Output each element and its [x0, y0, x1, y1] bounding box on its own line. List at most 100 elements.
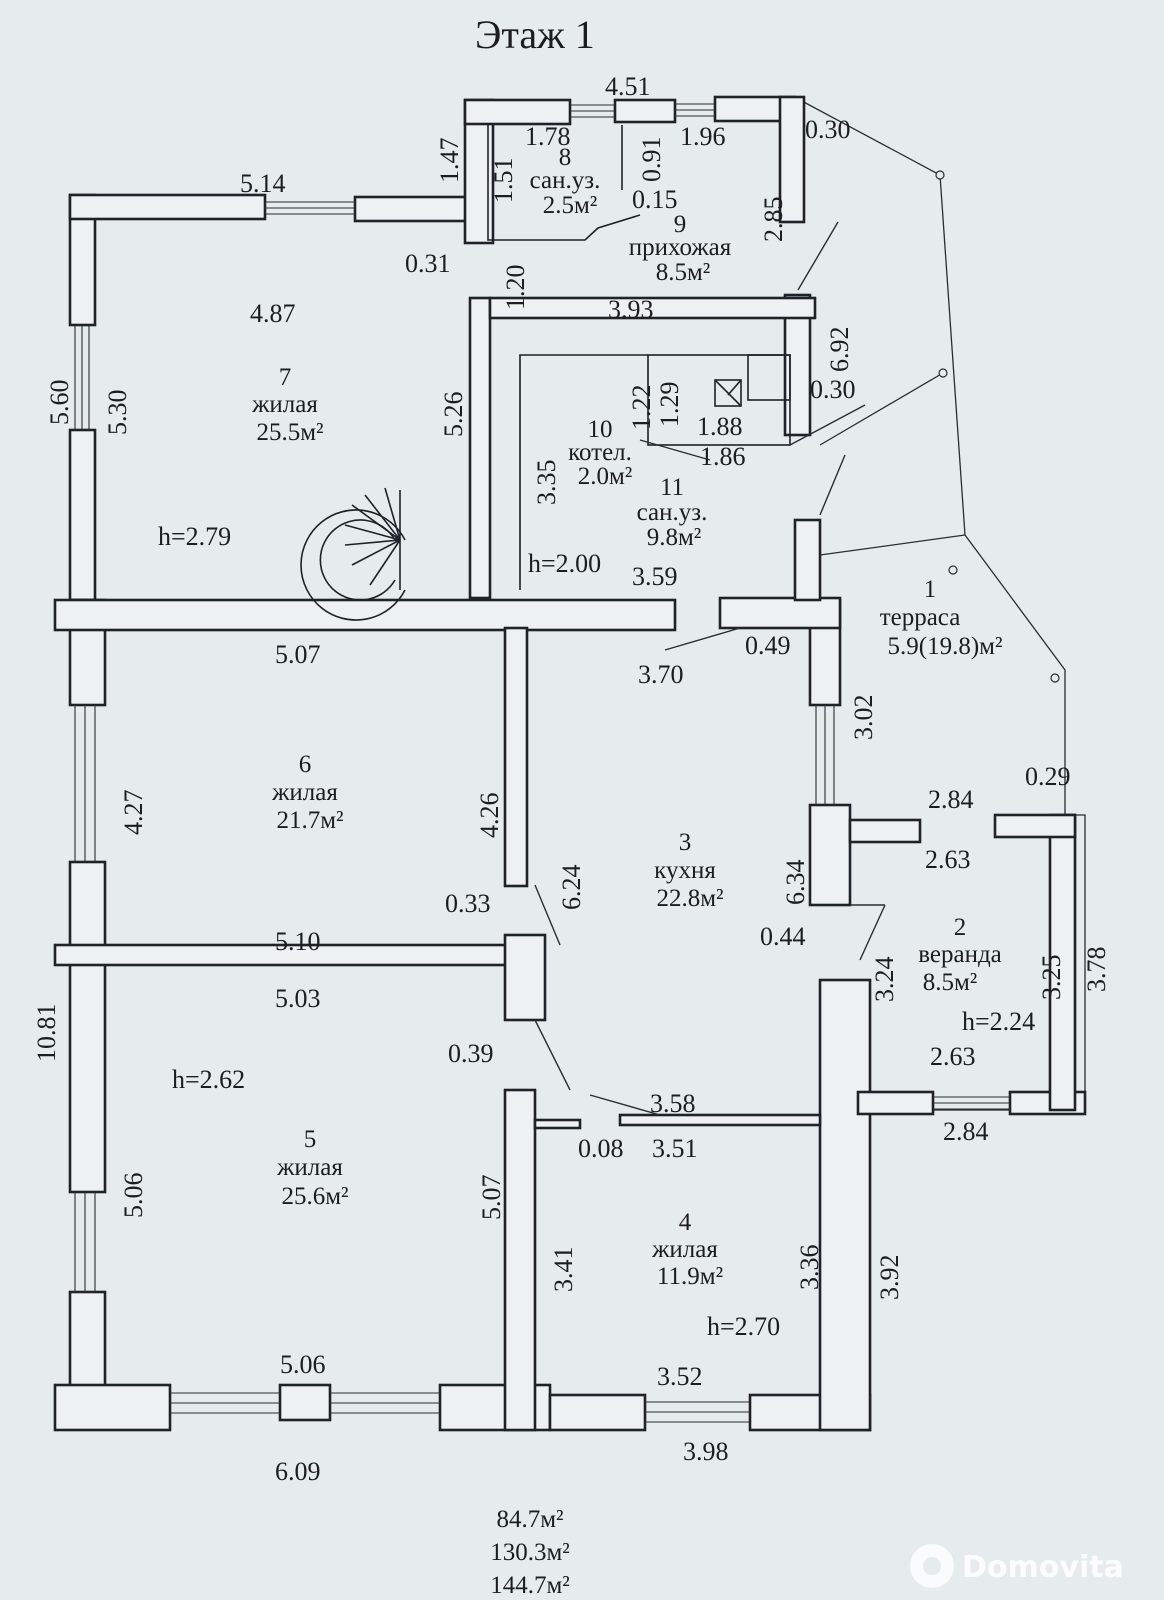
dim-label: 2.63 — [930, 1042, 976, 1071]
room-number-2: 2 — [954, 914, 967, 941]
room-name-1: терраса — [880, 604, 961, 631]
dim-label: 5.60 — [45, 380, 74, 426]
dim-label: 3.41 — [549, 1247, 578, 1293]
dim-label: 0.33 — [445, 889, 491, 918]
room-name-2: веранда — [918, 941, 1002, 968]
room-name-11: сан.уз. — [637, 499, 708, 526]
room-name-6: жилая — [271, 779, 338, 806]
room-number-7: 7 — [279, 364, 292, 391]
room-name-8: сан.уз. — [530, 167, 601, 194]
dim-label: 6.09 — [275, 1457, 321, 1486]
dim-label: 1.96 — [680, 122, 726, 151]
dim-label: 6.34 — [781, 860, 810, 906]
total-living-area: 84.7м² — [496, 1506, 563, 1533]
room-area-3: 22.8м² — [656, 885, 723, 912]
dim-label: 3.98 — [683, 1437, 729, 1466]
dim-label: 3.93 — [608, 295, 654, 324]
room-area-1: 5.9(19.8)м² — [888, 633, 1003, 660]
height-room4: h=2.70 — [707, 1312, 780, 1341]
height-room2: h=2.24 — [962, 1007, 1035, 1036]
dimension-labels: 4.51 1.78 1.96 0.30 0.15 5.14 0.31 4.87 … — [240, 72, 1071, 1486]
dim-label: 3.35 — [532, 460, 561, 506]
exterior-walls — [53, 95, 1087, 1432]
total-general-area: 130.3м² — [490, 1539, 570, 1566]
dim-label: 5.07 — [275, 640, 321, 669]
dim-label: 0.39 — [448, 1039, 494, 1068]
watermark-text: Domovita — [962, 1550, 1124, 1585]
room-area-11: 9.8м² — [647, 524, 702, 551]
room-area-9: 8.5м² — [656, 259, 711, 286]
dim-label: 0.44 — [760, 922, 806, 951]
room-name-7: жилая — [251, 391, 318, 418]
dim-label: 3.24 — [870, 957, 899, 1003]
dim-label: 5.30 — [103, 390, 132, 436]
room-number-5: 5 — [304, 1126, 317, 1153]
dim-label: 1.29 — [655, 382, 684, 428]
room-name-9: прихожая — [629, 234, 732, 261]
room-number-6: 6 — [299, 751, 312, 778]
dim-label: 5.06 — [280, 1350, 326, 1379]
room-area-5: 25.6м² — [281, 1183, 348, 1210]
door-lines — [534, 221, 886, 1116]
dim-label: 1.86 — [700, 442, 746, 471]
dim-label: 5.07 — [477, 1175, 506, 1221]
dim-label: 3.78 — [1082, 947, 1111, 993]
dim-label: 1.47 — [435, 138, 464, 184]
room-name-5: жилая — [276, 1154, 343, 1181]
room-area-8: 2.5м² — [543, 192, 598, 219]
dim-label: 3.52 — [657, 1362, 703, 1391]
interior-walls — [53, 125, 822, 1432]
dim-label: 4.27 — [119, 790, 148, 836]
dim-label: 1.88 — [697, 412, 743, 441]
room-name-4: жилая — [651, 1236, 718, 1263]
dim-label: 1.78 — [525, 122, 571, 151]
room-number-8: 8 — [559, 144, 572, 171]
room-name-10: котел. — [568, 439, 632, 466]
room-number-3: 3 — [679, 829, 692, 856]
plan-title: Этаж 1 — [475, 12, 595, 57]
dim-label: 3.36 — [795, 1245, 824, 1291]
dim-label: 3.58 — [650, 1089, 696, 1118]
room-number-1: 1 — [924, 576, 937, 603]
dim-label: 1.22 — [627, 385, 656, 431]
dim-label: 3.59 — [632, 562, 678, 591]
dim-label: 0.31 — [405, 249, 451, 278]
dim-label: 5.06 — [119, 1173, 148, 1219]
room-number-11: 11 — [660, 474, 684, 501]
dimension-labels-vertical: 1.47 1.51 0.91 2.85 1.20 6.92 5.60 5.30 … — [32, 137, 1111, 1301]
dim-label: 4.51 — [605, 72, 651, 101]
room-name-3: кухня — [654, 857, 716, 884]
dim-label: 2.85 — [759, 197, 788, 243]
ceiling-heights: h=2.79 h=2.00 h=2.24 h=2.62 h=2.70 — [158, 522, 1035, 1341]
dim-label: 0.49 — [745, 631, 791, 660]
room-number-10: 10 — [588, 416, 613, 443]
height-room11: h=2.00 — [528, 549, 601, 578]
dim-label: 5.26 — [439, 392, 468, 438]
watermark-logo: Domovita — [910, 1544, 1124, 1588]
dim-label: 3.92 — [875, 1255, 904, 1301]
windows — [74, 103, 1010, 1423]
room-area-7: 25.5м² — [256, 419, 323, 446]
dim-label: 3.02 — [849, 695, 878, 741]
dim-label: 6.92 — [825, 327, 854, 373]
room-area-4: 11.9м² — [657, 1263, 723, 1290]
dim-label: 4.87 — [250, 299, 296, 328]
dim-label: 4.26 — [475, 793, 504, 839]
area-totals: 84.7м² 130.3м² 144.7м² — [490, 1506, 570, 1599]
room-number-4: 4 — [679, 1209, 692, 1236]
dim-label: 5.14 — [240, 169, 286, 198]
dim-label: 6.24 — [557, 865, 586, 911]
terrace-outline — [799, 99, 1086, 1111]
dim-label: 2.84 — [928, 785, 974, 814]
dim-label: 2.63 — [925, 845, 971, 874]
dim-label: 0.30 — [805, 115, 851, 144]
dim-label: 2.84 — [943, 1117, 989, 1146]
dim-label: 0.08 — [578, 1134, 624, 1163]
room-area-2: 8.5м² — [923, 969, 978, 996]
room-area-10: 2.0м² — [578, 463, 633, 490]
height-room7: h=2.79 — [158, 522, 231, 551]
dim-label: 3.51 — [652, 1134, 698, 1163]
total-area-with-terrace: 144.7м² — [490, 1572, 570, 1599]
dim-label: 1.20 — [501, 265, 530, 311]
